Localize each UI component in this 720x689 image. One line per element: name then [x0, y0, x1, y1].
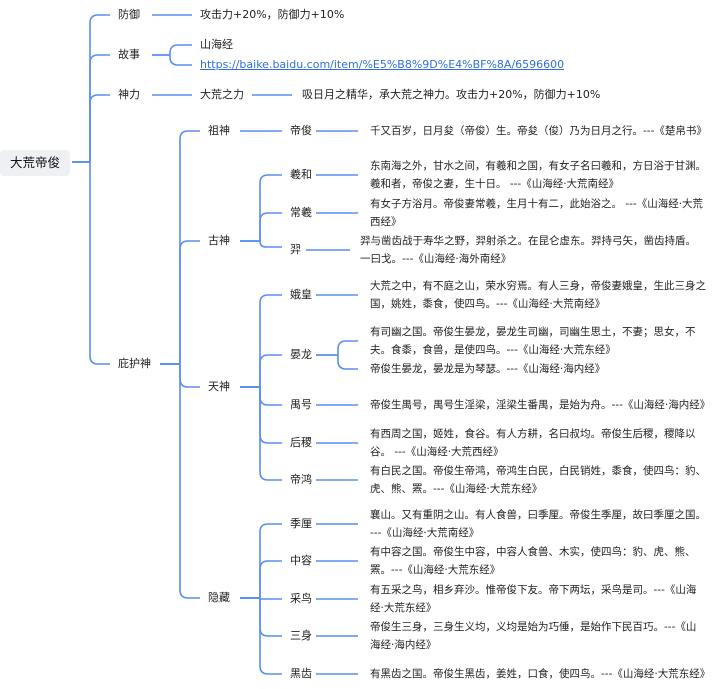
- connector: [240, 386, 282, 481]
- node-cainiao[interactable]: 采鸟: [290, 592, 312, 605]
- connector: [240, 294, 282, 388]
- connector: [240, 597, 282, 675]
- connector: [160, 363, 200, 599]
- connector: [316, 340, 358, 356]
- node-ehuang[interactable]: 娥皇: [290, 288, 312, 301]
- node-story-source[interactable]: 山海经: [200, 38, 233, 51]
- node-yi[interactable]: 羿: [290, 243, 301, 256]
- node-heichi-text[interactable]: 有黑齿之国。帝俊生黑齿，姜姓，口食，使四鸟。---《山海经·大荒东经》: [370, 668, 711, 680]
- connector: [240, 240, 282, 248]
- connector: [240, 386, 282, 444]
- connector: [152, 54, 192, 66]
- node-changxi[interactable]: 常羲: [290, 206, 312, 219]
- node-yanlong[interactable]: 晏龙: [290, 348, 312, 361]
- node-defense[interactable]: 防御: [118, 8, 140, 21]
- node-ancient[interactable]: 古神: [208, 234, 230, 247]
- node-power-name[interactable]: 大荒之力: [200, 88, 244, 101]
- node-sanshen[interactable]: 三身: [290, 629, 312, 642]
- connector: [240, 386, 282, 406]
- node-ehuang-text[interactable]: 大荒之中，有不庭之山，荣水穷焉。有人三身，帝俊妻娥皇，生此三身之国，姚姓，黍食，…: [370, 280, 706, 310]
- node-hidden[interactable]: 隐藏: [208, 591, 230, 604]
- node-defense-value[interactable]: 攻击力+20%，防御力+10%: [200, 8, 345, 21]
- connector: [240, 354, 282, 388]
- node-houji-text[interactable]: 有西周之国，姬姓，食谷。有人方耕，名曰叔均。帝俊生后稷，稷降以谷。 ---《山海…: [370, 428, 696, 458]
- node-story[interactable]: 故事: [118, 48, 140, 61]
- node-yuhao-text[interactable]: 帝俊生禺号，禺号生淫梁，淫梁生番禺，是始为舟。---《山海经·海内经》: [370, 399, 711, 411]
- node-dihong-text[interactable]: 有白民之国。帝俊生帝鸿，帝鸿生白民，白民销姓，黍食，使四鸟：豹、虎、熊、罴。--…: [370, 465, 706, 495]
- connector: [72, 14, 110, 163]
- connector: [316, 354, 358, 370]
- node-houji[interactable]: 后稷: [290, 436, 312, 449]
- connector: [160, 240, 200, 365]
- connector: [72, 161, 110, 365]
- root-node[interactable]: 大荒帝俊: [0, 150, 70, 176]
- connector: [152, 44, 192, 56]
- node-cainiao-text[interactable]: 有五采之鸟，相乡弃沙。惟帝俊下友。帝下两坛，采鸟是司。---《山海经·大荒东经》: [370, 584, 697, 614]
- node-heavenly[interactable]: 天神: [208, 380, 230, 393]
- node-yuhao[interactable]: 禺号: [290, 398, 312, 411]
- node-ancestor[interactable]: 祖神: [208, 124, 230, 137]
- connector: [72, 54, 110, 163]
- connector: [240, 560, 282, 599]
- story-link[interactable]: https://baike.baidu.com/item/%E5%B8%9D%E…: [200, 58, 565, 71]
- node-xihe-text[interactable]: 东南海之外，甘水之间，有羲和之国，有女子名曰羲和，方日浴于甘渊。羲和者，帝俊之妻…: [370, 160, 706, 190]
- node-heichi[interactable]: 黑齿: [290, 667, 312, 680]
- connector: [240, 212, 282, 242]
- node-xihe[interactable]: 羲和: [290, 168, 312, 181]
- node-protector[interactable]: 庇护神: [118, 357, 151, 370]
- node-changxi-text[interactable]: 有女子方浴月。帝俊妻常羲，生月十有二，此始浴之。 ---《山海经·大荒西经》: [370, 198, 704, 228]
- node-jili-text[interactable]: 襄山。又有重阴之山。有人食兽，曰季厘。帝俊生季厘，故曰季厘之国。 ---《山海经…: [370, 509, 706, 539]
- node-yi-text[interactable]: 羿与凿齿战于寿华之野，羿射杀之。在昆仑虚东。羿持弓矢，凿齿持盾。一曰戈。---《…: [360, 235, 696, 265]
- connector: [72, 94, 110, 163]
- node-sanshen-text[interactable]: 帝俊生三身，三身生义均，义均是始为巧倕，是始作下民百巧。---《山海经·海内经》: [370, 621, 697, 651]
- node-zhongrong[interactable]: 中容: [290, 554, 312, 567]
- node-dijun-text[interactable]: 千又百岁，日月夋（帝俊）生。帝夋（俊）乃为日月之行。---《楚帛书》: [370, 125, 707, 137]
- connector: [240, 174, 282, 242]
- node-dijun[interactable]: 帝俊: [290, 124, 312, 137]
- node-power-desc[interactable]: 吸日月之精华，承大荒之神力。攻击力+20%，防御力+10%: [302, 88, 601, 101]
- connector: [240, 597, 282, 637]
- node-yanlong-text2[interactable]: 帝俊生晏龙，晏龙是为琴瑟。---《山海经·海内经》: [370, 363, 606, 375]
- node-zhongrong-text[interactable]: 有中容之国。帝俊生中容，中容人食兽、木实，使四鸟：豹、虎、熊、罴。---《山海经…: [370, 546, 696, 576]
- node-power[interactable]: 神力: [118, 88, 140, 101]
- node-dihong[interactable]: 帝鸿: [290, 473, 312, 486]
- node-yanlong-text[interactable]: 有司幽之国。帝俊生晏龙，晏龙生司幽，司幽生思土，不妻；思女，不夫。食黍，食兽，是…: [370, 326, 696, 356]
- node-jili[interactable]: 季厘: [290, 517, 312, 530]
